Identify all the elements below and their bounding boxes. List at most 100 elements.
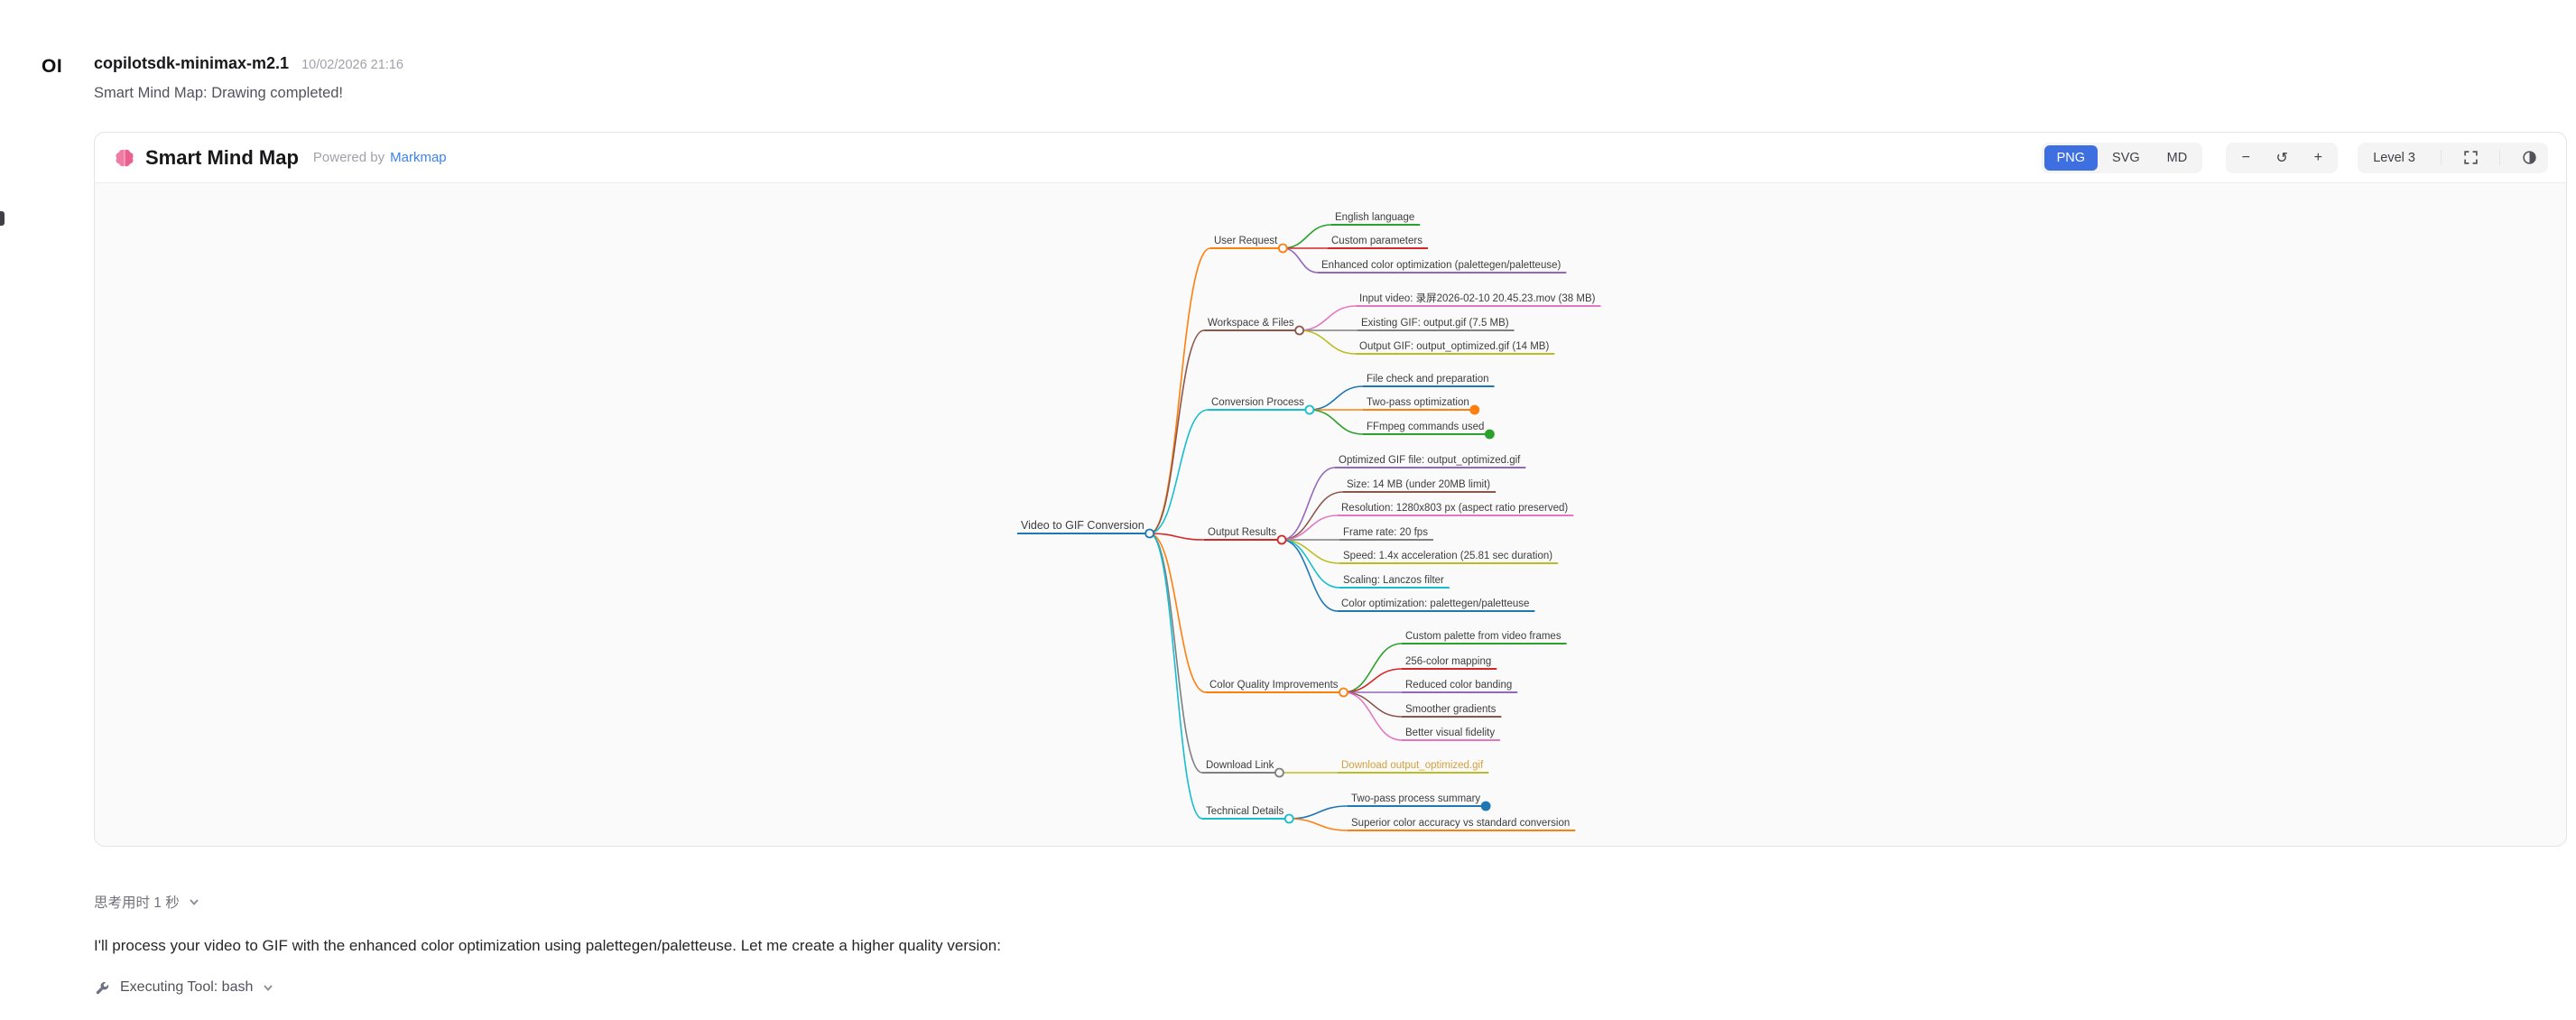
- mindmap-link: [1282, 539, 1339, 612]
- thinking-label: 思考用时 1 秒: [94, 895, 180, 911]
- level-select[interactable]: Level 3: [2360, 145, 2428, 171]
- tool-execution-toggle[interactable]: Executing Tool: bash: [94, 978, 274, 996]
- mindmap-toggle-circle[interactable]: [1469, 404, 1480, 415]
- mindmap-node-text: Color Quality Improvements: [1209, 680, 1339, 691]
- mindmap-toggle-circle[interactable]: [1480, 801, 1491, 811]
- mindmap-node-text: Workspace & Files: [1208, 318, 1294, 329]
- thinking-toggle[interactable]: 思考用时 1 秒: [94, 892, 200, 912]
- mindmap-link: [1282, 539, 1340, 589]
- mindmap-node-link-text[interactable]: Download output_optimized.gif: [1341, 760, 1484, 771]
- divider: [2499, 150, 2500, 165]
- widget-toolbar: Smart Mind Map Powered by Markmap PNG SV…: [95, 133, 2566, 182]
- mindmap-node-text: Speed: 1.4x acceleration (25.81 sec dura…: [1343, 551, 1552, 561]
- mindmap-node-text: Two-pass optimization: [1367, 397, 1469, 408]
- mindmap-node-text: Custom parameters: [1331, 236, 1422, 246]
- widget-title: Smart Mind Map: [145, 145, 299, 169]
- mindmap-link: [1343, 691, 1403, 718]
- mindmap-node-text: Color optimization: palettegen/paletteus…: [1341, 598, 1529, 609]
- mindmap-toggle-circle[interactable]: [1294, 325, 1305, 336]
- mindmap-node-text: File check and preparation: [1367, 374, 1489, 385]
- mindmap-toggle-circle[interactable]: [1277, 243, 1288, 254]
- mindmap-toggle-circle[interactable]: [1484, 429, 1495, 440]
- mindmap-canvas[interactable]: Video to GIF Conversion User Request Engli…: [95, 182, 2566, 846]
- mindmap-node-text: Frame rate: 20 fps: [1343, 527, 1428, 538]
- assistant-avatar: OI: [42, 56, 63, 77]
- mindmap-node-text: Enhanced color optimization (palettegen/…: [1321, 260, 1561, 271]
- format-png-button[interactable]: PNG: [2043, 144, 2099, 171]
- zoom-in-button[interactable]: +: [2301, 145, 2335, 171]
- format-switcher: PNG SVG MD: [2041, 142, 2203, 173]
- mindmap-node-text: English language: [1335, 212, 1414, 223]
- mindmap-node-text: Two-pass process summary: [1351, 793, 1480, 804]
- mindmap-link: [1149, 533, 1205, 541]
- mindmap-node-text: Scaling: Lanczos filter: [1343, 575, 1444, 586]
- mindmap-node-text: Conversion Process: [1211, 397, 1304, 408]
- format-md-button[interactable]: MD: [2154, 145, 2201, 171]
- mindmap-link: [1283, 247, 1319, 274]
- mindmap-link: [1299, 329, 1357, 355]
- timestamp: 10/02/2026 21:16: [301, 58, 403, 72]
- mindmap-node-text: Output GIF: output_optimized.gif (14 MB): [1359, 341, 1549, 352]
- mindmap-node-text: Optimized GIF file: output_optimized.gif: [1339, 455, 1521, 466]
- mindmap-svg[interactable]: Video to GIF Conversion User Request Engli…: [95, 183, 2566, 846]
- left-edge-artifact: [0, 211, 5, 226]
- mindmap-link: [1149, 533, 1203, 820]
- mindmap-toggle-circle[interactable]: [1304, 404, 1315, 415]
- mindmap-node-text: Input video: 录屏2026-02-10 20.45.23.mov (…: [1359, 292, 1596, 304]
- mindmap-node-text: User Request: [1214, 236, 1278, 246]
- mindmap-node-text: Custom palette from video frames: [1405, 631, 1561, 642]
- zoom-reset-button[interactable]: ↺: [2265, 145, 2299, 171]
- mindmap-toggle-circle[interactable]: [1339, 687, 1348, 698]
- mindmap-link: [1343, 643, 1403, 693]
- zoom-out-button[interactable]: −: [2229, 145, 2263, 171]
- powered-by-label: Powered by: [312, 150, 385, 165]
- fullscreen-icon: [2463, 150, 2479, 165]
- mindmap-node-text: 256-color mapping: [1405, 656, 1491, 667]
- mindmap-link: [1149, 533, 1207, 693]
- format-svg-button[interactable]: SVG: [2099, 145, 2153, 171]
- mindmap-node-text: Resolution: 1280x803 px (aspect ratio pr…: [1341, 503, 1568, 514]
- fullscreen-button[interactable]: [2454, 145, 2487, 171]
- mindmap-toggle-circle[interactable]: [1276, 534, 1287, 545]
- mindmap-link: [1299, 305, 1357, 331]
- mindmap-node-text: Output Results: [1208, 527, 1276, 538]
- mindmap-node-text: Existing GIF: output.gif (7.5 MB): [1361, 318, 1509, 329]
- mindmap-node-text: Technical Details: [1206, 806, 1284, 817]
- theme-contrast-button[interactable]: [2513, 145, 2545, 171]
- mindmap-link: [1149, 247, 1211, 534]
- mindmap-link: [1289, 818, 1348, 831]
- wrench-icon: [94, 978, 111, 996]
- mindmap-link: [1281, 467, 1336, 541]
- mindmap-link: [1289, 805, 1348, 820]
- mindmap-link: [1343, 691, 1403, 741]
- mindmap-link: [1149, 533, 1203, 774]
- mindmap-link: [1309, 409, 1364, 435]
- zoom-controls: − ↺ +: [2226, 142, 2339, 173]
- divider: [2441, 150, 2442, 165]
- mindmap-node-text: Superior color accuracy vs standard conv…: [1351, 818, 1570, 829]
- tool-label: Executing Tool: bash: [120, 978, 254, 995]
- level-controls: Level 3: [2358, 142, 2548, 173]
- mindmap-link: [1283, 224, 1332, 249]
- mindmap-toggle-circle[interactable]: [1144, 528, 1155, 539]
- mindmap-node-text: Smoother gradients: [1405, 704, 1496, 715]
- markmap-link[interactable]: Markmap: [390, 150, 447, 165]
- mindmap-link: [1149, 409, 1209, 534]
- mindmap-node-text: Better visual fidelity: [1405, 728, 1495, 738]
- mindmap-link: [1343, 668, 1403, 693]
- mindmap-link: [1149, 329, 1205, 534]
- chevron-down-icon: [262, 981, 274, 994]
- message-header: copilotsdk-minimax-m2.1 10/02/2026 21:16: [94, 54, 403, 73]
- agent-name: copilotsdk-minimax-m2.1: [94, 54, 290, 72]
- mindmap-node-text: Video to GIF Conversion: [1021, 519, 1144, 532]
- status-text: Smart Mind Map: Drawing completed!: [94, 85, 344, 101]
- assistant-message: I'll process your video to GIF with the …: [94, 937, 1001, 954]
- mindmap-node-text: Size: 14 MB (under 20MB limit): [1347, 479, 1490, 490]
- mindmap-toggle-circle[interactable]: [1283, 813, 1294, 824]
- mindmap-node-text: Reduced color banding: [1405, 680, 1512, 691]
- mindmap-widget: Smart Mind Map Powered by Markmap PNG SV…: [94, 132, 2567, 847]
- mindmap-link: [1309, 385, 1364, 411]
- brain-icon: [113, 146, 136, 170]
- mindmap-node-text: FFmpeg commands used: [1367, 422, 1484, 432]
- mindmap-toggle-circle[interactable]: [1274, 767, 1284, 778]
